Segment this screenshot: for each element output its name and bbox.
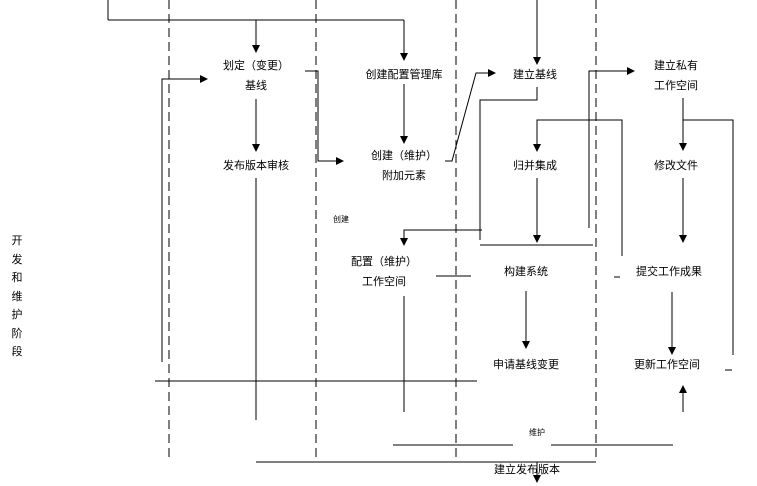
stage-char: 开 [11,234,23,247]
node-label-line: 建立私有 [654,59,698,72]
node-label-line: 更新工作空间 [634,358,700,371]
node-label-line: 建立发布版本 [494,463,560,476]
node-label-line: 划定（变更） [223,59,289,72]
stage-label: 开 发 和 维 护 阶 段 [9,232,25,362]
stage-char: 段 [11,345,23,358]
stage-char: 护 [11,308,23,321]
edge-label-maintain: 维护 [529,428,545,437]
node-create-release: 建立发布版本 [477,462,577,477]
node-create-additional: 创建（维护） 附加元素 [344,148,464,183]
node-release-review: 发布版本审核 [206,158,306,173]
node-configure-ws: 配置（维护） 工作空间 [334,254,434,289]
node-label-line: 配置（维护） [351,255,417,268]
arrow-to-private-ws [588,67,635,228]
node-label-line: 创建（维护） [371,149,437,162]
node-label-line: 附加元素 [382,169,426,182]
stage-char: 和 [11,271,23,284]
lane-dividers [168,0,597,462]
right-loop-line [683,119,734,355]
node-submit-results: 提交工作成果 [619,264,719,279]
arrow-into-merge [533,119,623,256]
node-establish-baseline: 建立基线 [495,67,575,82]
node-label-line: 工作空间 [654,79,698,92]
edge-label-create: 创建 [333,215,349,224]
node-build-system: 构建系统 [486,264,566,279]
node-create-cm-library: 创建配置管理库 [344,67,464,82]
node-label-line: 基线 [245,79,267,92]
node-update-ws: 更新工作空间 [617,357,717,372]
node-request-baseline-change: 申请基线变更 [476,357,576,372]
node-label-line: 申请基线变更 [493,358,559,371]
baseline-feedback-line [479,87,538,240]
node-label-line: 创建配置管理库 [365,68,443,81]
left-loop-arrow [161,75,208,362]
stage-char: 阶 [11,326,23,340]
node-label-line: 建立基线 [513,68,557,81]
node-label-line: 工作空间 [362,275,406,288]
node-label-line: 修改文件 [654,159,698,172]
node-establish-private-ws: 建立私有 工作空间 [636,58,716,93]
node-label-line: 构建系统 [504,265,548,278]
arrow-additional-to-baseline [445,69,496,162]
node-merge-integrate: 归并集成 [495,158,575,173]
node-label-line: 提交工作成果 [636,265,702,278]
node-modify-files: 修改文件 [636,158,716,173]
stage-char: 维 [11,289,23,303]
arrow-define-to-additional [305,70,344,165]
arrow-create-to-configure [400,229,482,246]
stage-char: 发 [11,252,23,266]
node-label-line: 归并集成 [513,159,557,172]
node-label-line: 发布版本审核 [223,159,289,172]
node-define-baseline: 划定（变更） 基线 [206,58,306,93]
